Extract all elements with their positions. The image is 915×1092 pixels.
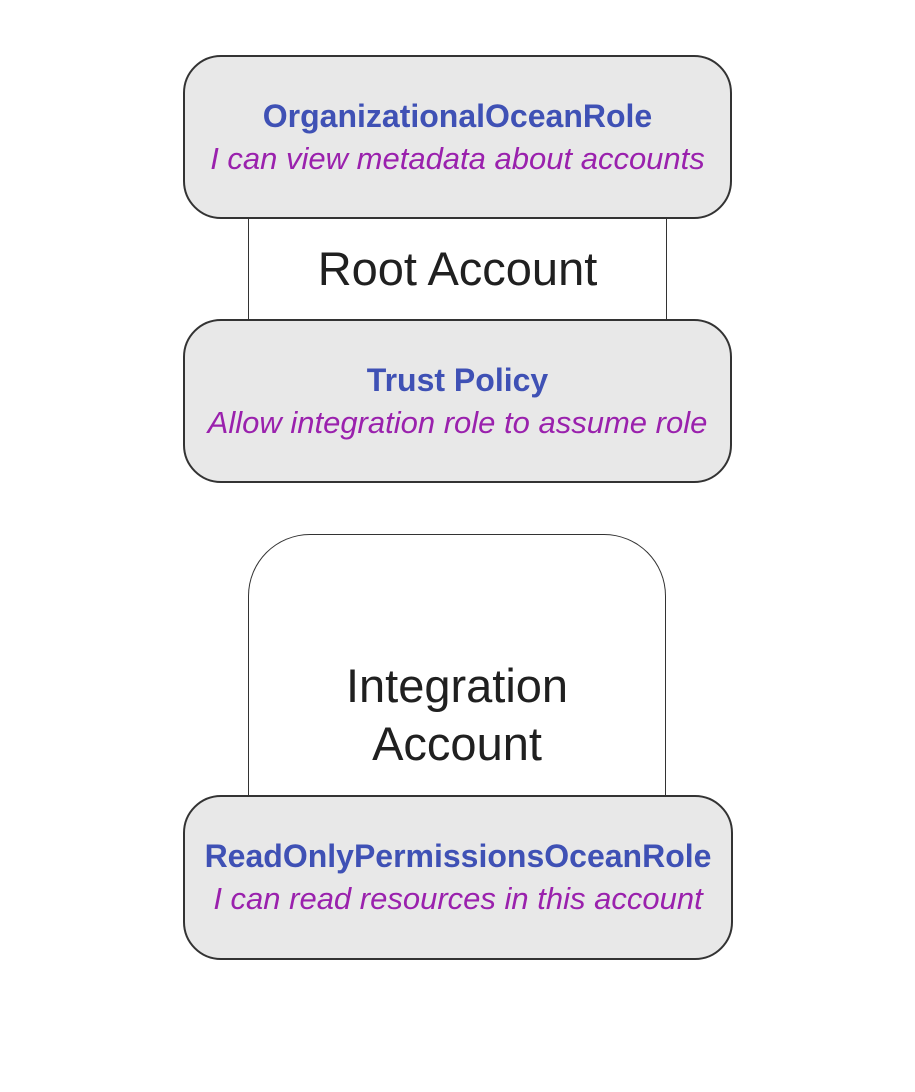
- integration-account-label: Integration Account: [345, 658, 569, 771]
- node-title: Trust Policy: [366, 361, 549, 398]
- node-readonly-permissions-ocean-role: ReadOnlyPermissionsOceanRole I can read …: [183, 795, 733, 960]
- node-description: Allow integration role to assume role: [207, 404, 708, 440]
- integration-account-container: Integration Account: [248, 534, 666, 796]
- node-description: I can read resources in this account: [213, 881, 703, 917]
- node-trust-policy: Trust Policy Allow integration role to a…: [183, 319, 732, 483]
- node-title: OrganizationalOceanRole: [262, 97, 653, 134]
- root-account-frame: Root Account: [248, 219, 667, 319]
- node-description: I can view metadata about accounts: [210, 140, 705, 176]
- node-title: ReadOnlyPermissionsOceanRole: [204, 838, 712, 875]
- root-account-label: Root Account: [317, 241, 598, 295]
- node-organizational-ocean-role: OrganizationalOceanRole I can view metad…: [183, 55, 732, 219]
